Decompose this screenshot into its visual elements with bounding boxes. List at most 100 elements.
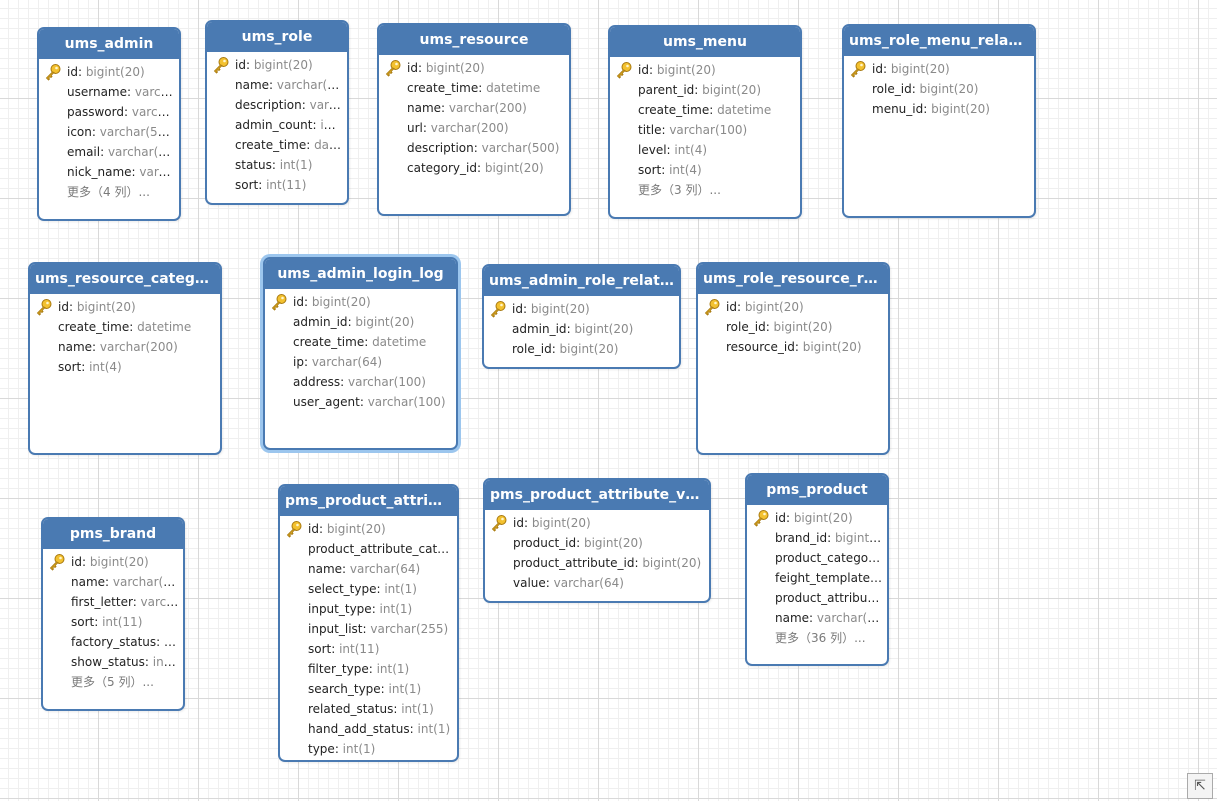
- table-ums-admin-login-log[interactable]: ums_admin_login_log id: bigint(20)admin_i…: [263, 257, 458, 450]
- field-row[interactable]: password: varcha...: [39, 102, 179, 122]
- table-ums-admin[interactable]: ums_admin id: bigint(20)username: varch..…: [37, 27, 181, 221]
- field-row[interactable]: id: bigint(20): [280, 519, 457, 539]
- table-header[interactable]: ums_menu: [610, 27, 800, 57]
- table-ums-role-resource-relation[interactable]: ums_role_resource_rel... id: bigint(20)ro…: [696, 262, 890, 455]
- field-row[interactable]: hand_add_status: int(1): [280, 719, 457, 739]
- field-row[interactable]: ip: varchar(64): [265, 352, 456, 372]
- field-row[interactable]: sort: int(11): [280, 639, 457, 659]
- field-row[interactable]: type: int(1): [280, 739, 457, 759]
- field-row[interactable]: factory_status: int(...: [43, 632, 183, 652]
- field-row[interactable]: nick_name: varch...: [39, 162, 179, 182]
- field-row[interactable]: role_id: bigint(20): [844, 79, 1034, 99]
- table-header[interactable]: pms_product: [747, 475, 887, 505]
- field-row[interactable]: related_status: int(1): [280, 699, 457, 719]
- field-row[interactable]: user_agent: varchar(100): [265, 392, 456, 412]
- field-row[interactable]: create_time: datetime: [265, 332, 456, 352]
- field-row[interactable]: feight_template_id...: [747, 568, 887, 588]
- table-header[interactable]: ums_admin_role_relation: [484, 266, 679, 296]
- field-row[interactable]: id: bigint(20): [698, 297, 888, 317]
- field-row[interactable]: description: varch...: [207, 95, 347, 115]
- field-row[interactable]: username: varch...: [39, 82, 179, 102]
- field-row[interactable]: brand_id: bigint(20): [747, 528, 887, 548]
- field-row[interactable]: admin_id: bigint(20): [484, 319, 679, 339]
- table-header[interactable]: ums_admin: [39, 29, 179, 59]
- field-row[interactable]: id: bigint(20): [265, 292, 456, 312]
- table-pms-brand[interactable]: pms_brand id: bigint(20)name: varchar(64)…: [41, 517, 185, 711]
- field-row[interactable]: input_type: int(1): [280, 599, 457, 619]
- field-row[interactable]: admin_count: int(...: [207, 115, 347, 135]
- field-row[interactable]: resource_id: bigint(20): [698, 337, 888, 357]
- table-pms-product-attribute-value[interactable]: pms_product_attribute_value id: bigint(20…: [483, 478, 711, 603]
- field-row[interactable]: id: bigint(20): [747, 508, 887, 528]
- more-columns-link[interactable]: 更多（4 列）...: [67, 185, 150, 199]
- field-row[interactable]: url: varchar(200): [379, 118, 569, 138]
- field-row[interactable]: value: varchar(64): [485, 573, 709, 593]
- field-row[interactable]: filter_type: int(1): [280, 659, 457, 679]
- field-row[interactable]: description: varchar(500): [379, 138, 569, 158]
- field-row[interactable]: menu_id: bigint(20): [844, 99, 1034, 119]
- field-row[interactable]: product_category...: [747, 548, 887, 568]
- field-row[interactable]: parent_id: bigint(20): [610, 80, 800, 100]
- table-ums-admin-role-relation[interactable]: ums_admin_role_relation id: bigint(20)adm…: [482, 264, 681, 369]
- field-row[interactable]: sort: int(11): [43, 612, 183, 632]
- field-row[interactable]: id: bigint(20): [610, 60, 800, 80]
- field-row[interactable]: create_time: datet...: [207, 135, 347, 155]
- field-row[interactable]: title: varchar(100): [610, 120, 800, 140]
- field-row[interactable]: show_status: int(1): [43, 652, 183, 672]
- field-row[interactable]: role_id: bigint(20): [484, 339, 679, 359]
- field-row[interactable]: create_time: datetime: [30, 317, 220, 337]
- table-header[interactable]: ums_resource_category: [30, 264, 220, 294]
- field-row[interactable]: first_letter: varcha...: [43, 592, 183, 612]
- field-row[interactable]: product_attribute_...: [747, 588, 887, 608]
- field-row[interactable]: email: varchar(10...: [39, 142, 179, 162]
- field-row[interactable]: id: bigint(20): [485, 513, 709, 533]
- field-row[interactable]: id: bigint(20): [30, 297, 220, 317]
- field-row[interactable]: create_time: datetime: [610, 100, 800, 120]
- table-header[interactable]: ums_role_menu_relation: [844, 26, 1034, 56]
- table-ums-menu[interactable]: ums_menu id: bigint(20)parent_id: bigint(…: [608, 25, 802, 219]
- field-row[interactable]: search_type: int(1): [280, 679, 457, 699]
- field-row[interactable]: select_type: int(1): [280, 579, 457, 599]
- field-row[interactable]: id: bigint(20): [39, 62, 179, 82]
- table-ums-role-menu-relation[interactable]: ums_role_menu_relation id: bigint(20)role…: [842, 24, 1036, 218]
- field-row[interactable]: create_time: datetime: [379, 78, 569, 98]
- field-row[interactable]: product_id: bigint(20): [485, 533, 709, 553]
- table-pms-product[interactable]: pms_product id: bigint(20)brand_id: bigin…: [745, 473, 889, 666]
- table-header[interactable]: pms_brand: [43, 519, 183, 549]
- field-row[interactable]: input_list: varchar(255): [280, 619, 457, 639]
- field-row[interactable]: sort: int(4): [30, 357, 220, 377]
- table-ums-resource[interactable]: ums_resource id: bigint(20)create_time: d…: [377, 23, 571, 216]
- field-row[interactable]: id: bigint(20): [844, 59, 1034, 79]
- field-row[interactable]: name: varchar(10...: [207, 75, 347, 95]
- field-row[interactable]: level: int(4): [610, 140, 800, 160]
- table-header[interactable]: ums_admin_login_log: [265, 259, 456, 289]
- field-row[interactable]: category_id: bigint(20): [379, 158, 569, 178]
- field-row[interactable]: product_attribute_id: bigint(20): [485, 553, 709, 573]
- field-row[interactable]: id: bigint(20): [43, 552, 183, 572]
- table-header[interactable]: ums_role: [207, 22, 347, 52]
- field-row[interactable]: icon: varchar(500): [39, 122, 179, 142]
- more-columns-link[interactable]: 更多（36 列）...: [775, 631, 866, 645]
- field-row[interactable]: status: int(1): [207, 155, 347, 175]
- field-row[interactable]: name: varchar(64): [43, 572, 183, 592]
- table-header[interactable]: ums_resource: [379, 25, 569, 55]
- field-row[interactable]: product_attribute_catego...: [280, 539, 457, 559]
- table-header[interactable]: pms_product_attribute_value: [485, 480, 709, 510]
- field-row[interactable]: name: varchar(64): [280, 559, 457, 579]
- field-row[interactable]: role_id: bigint(20): [698, 317, 888, 337]
- field-row[interactable]: address: varchar(100): [265, 372, 456, 392]
- field-row[interactable]: admin_id: bigint(20): [265, 312, 456, 332]
- field-row[interactable]: sort: int(4): [610, 160, 800, 180]
- field-row[interactable]: id: bigint(20): [484, 299, 679, 319]
- table-header[interactable]: ums_role_resource_rel...: [698, 264, 888, 294]
- field-row[interactable]: name: varchar(20...: [747, 608, 887, 628]
- field-row[interactable]: id: bigint(20): [379, 58, 569, 78]
- field-row[interactable]: sort: int(11): [207, 175, 347, 195]
- overview-toggle-button[interactable]: ⇱: [1187, 773, 1213, 799]
- field-row[interactable]: name: varchar(200): [379, 98, 569, 118]
- more-columns-link[interactable]: 更多（5 列）...: [71, 675, 154, 689]
- field-row[interactable]: name: varchar(200): [30, 337, 220, 357]
- table-header[interactable]: pms_product_attribute: [280, 486, 457, 516]
